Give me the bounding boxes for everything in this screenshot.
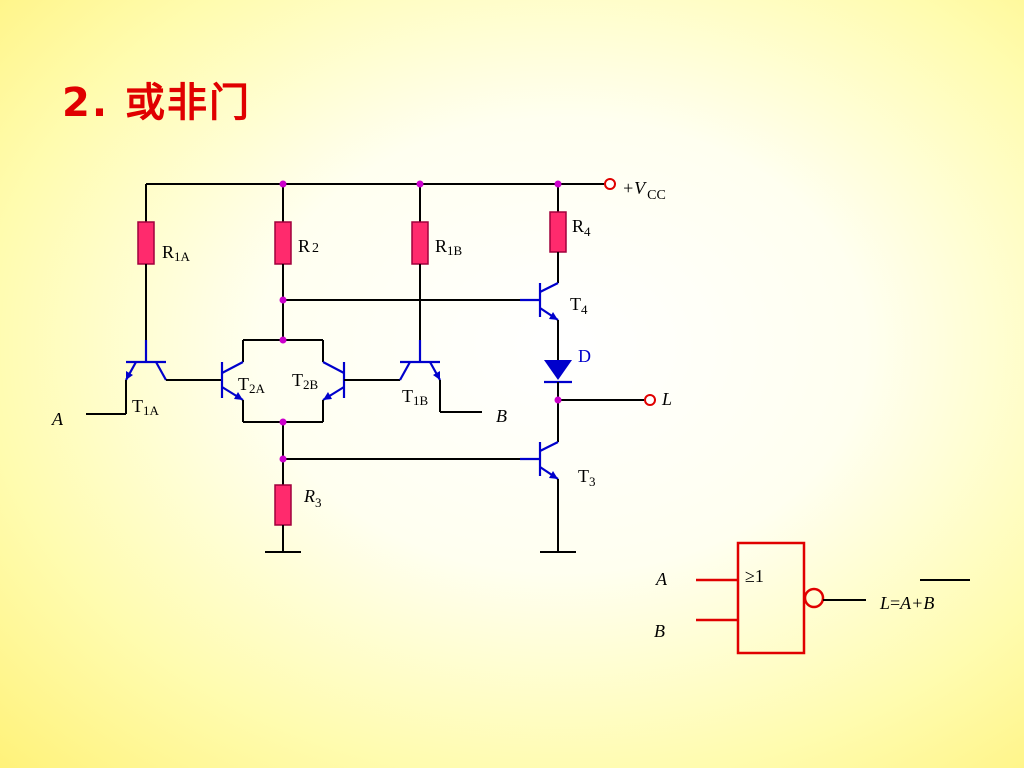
output-terminal: [644, 394, 656, 406]
expression-text: L=A+B: [879, 593, 934, 613]
diode-label: D: [578, 346, 591, 366]
r1a-label: R1A: [162, 242, 191, 264]
resistor-r3: R3: [265, 484, 322, 553]
r3-label: R3: [303, 486, 322, 510]
vcc-terminal: [604, 178, 616, 190]
gate-input-b: B: [654, 621, 665, 641]
t2b-label: T2B: [292, 370, 319, 392]
input-b-label: B: [496, 406, 507, 426]
nor-gate-symbol: ≥1 A B: [654, 541, 866, 655]
output-l-label: L: [661, 389, 672, 409]
t4-label: T4: [570, 294, 588, 317]
transistor-t1b: T1B B: [399, 340, 507, 426]
t3-label: T3: [578, 466, 596, 489]
slide-title: 2. 或非门: [62, 70, 251, 128]
resistor-r1a: R1A: [137, 221, 191, 340]
diode-d: D: [544, 346, 591, 442]
t1a-label: T1A: [132, 396, 160, 418]
input-a-label: A: [51, 409, 64, 429]
transistor-t2b: T2B: [292, 361, 400, 422]
title-dot: .: [91, 80, 110, 126]
resistor-r4: R4: [549, 184, 591, 283]
title-number: 2: [62, 80, 92, 126]
transistor-t4: T4: [520, 282, 588, 348]
resistor-r1b: R1B: [411, 184, 463, 340]
output-expression: L=A+B: [879, 579, 970, 613]
r1b-label: R1B: [435, 236, 463, 258]
junction-nodes: [279, 180, 562, 463]
output-l: L: [558, 389, 672, 409]
inversion-bubble: [803, 587, 825, 609]
t1b-label: T1B: [402, 386, 429, 408]
transistor-t2a: T2A: [220, 361, 266, 422]
gate-mark: ≥1: [745, 566, 764, 586]
title-text: 或非门: [124, 80, 251, 126]
gate-input-a: A: [655, 569, 668, 589]
t2a-label: T2A: [238, 374, 266, 396]
transistor-t1a: T1A A: [51, 340, 222, 429]
r4-label: R4: [572, 216, 591, 239]
transistor-t3: T3: [520, 441, 596, 553]
